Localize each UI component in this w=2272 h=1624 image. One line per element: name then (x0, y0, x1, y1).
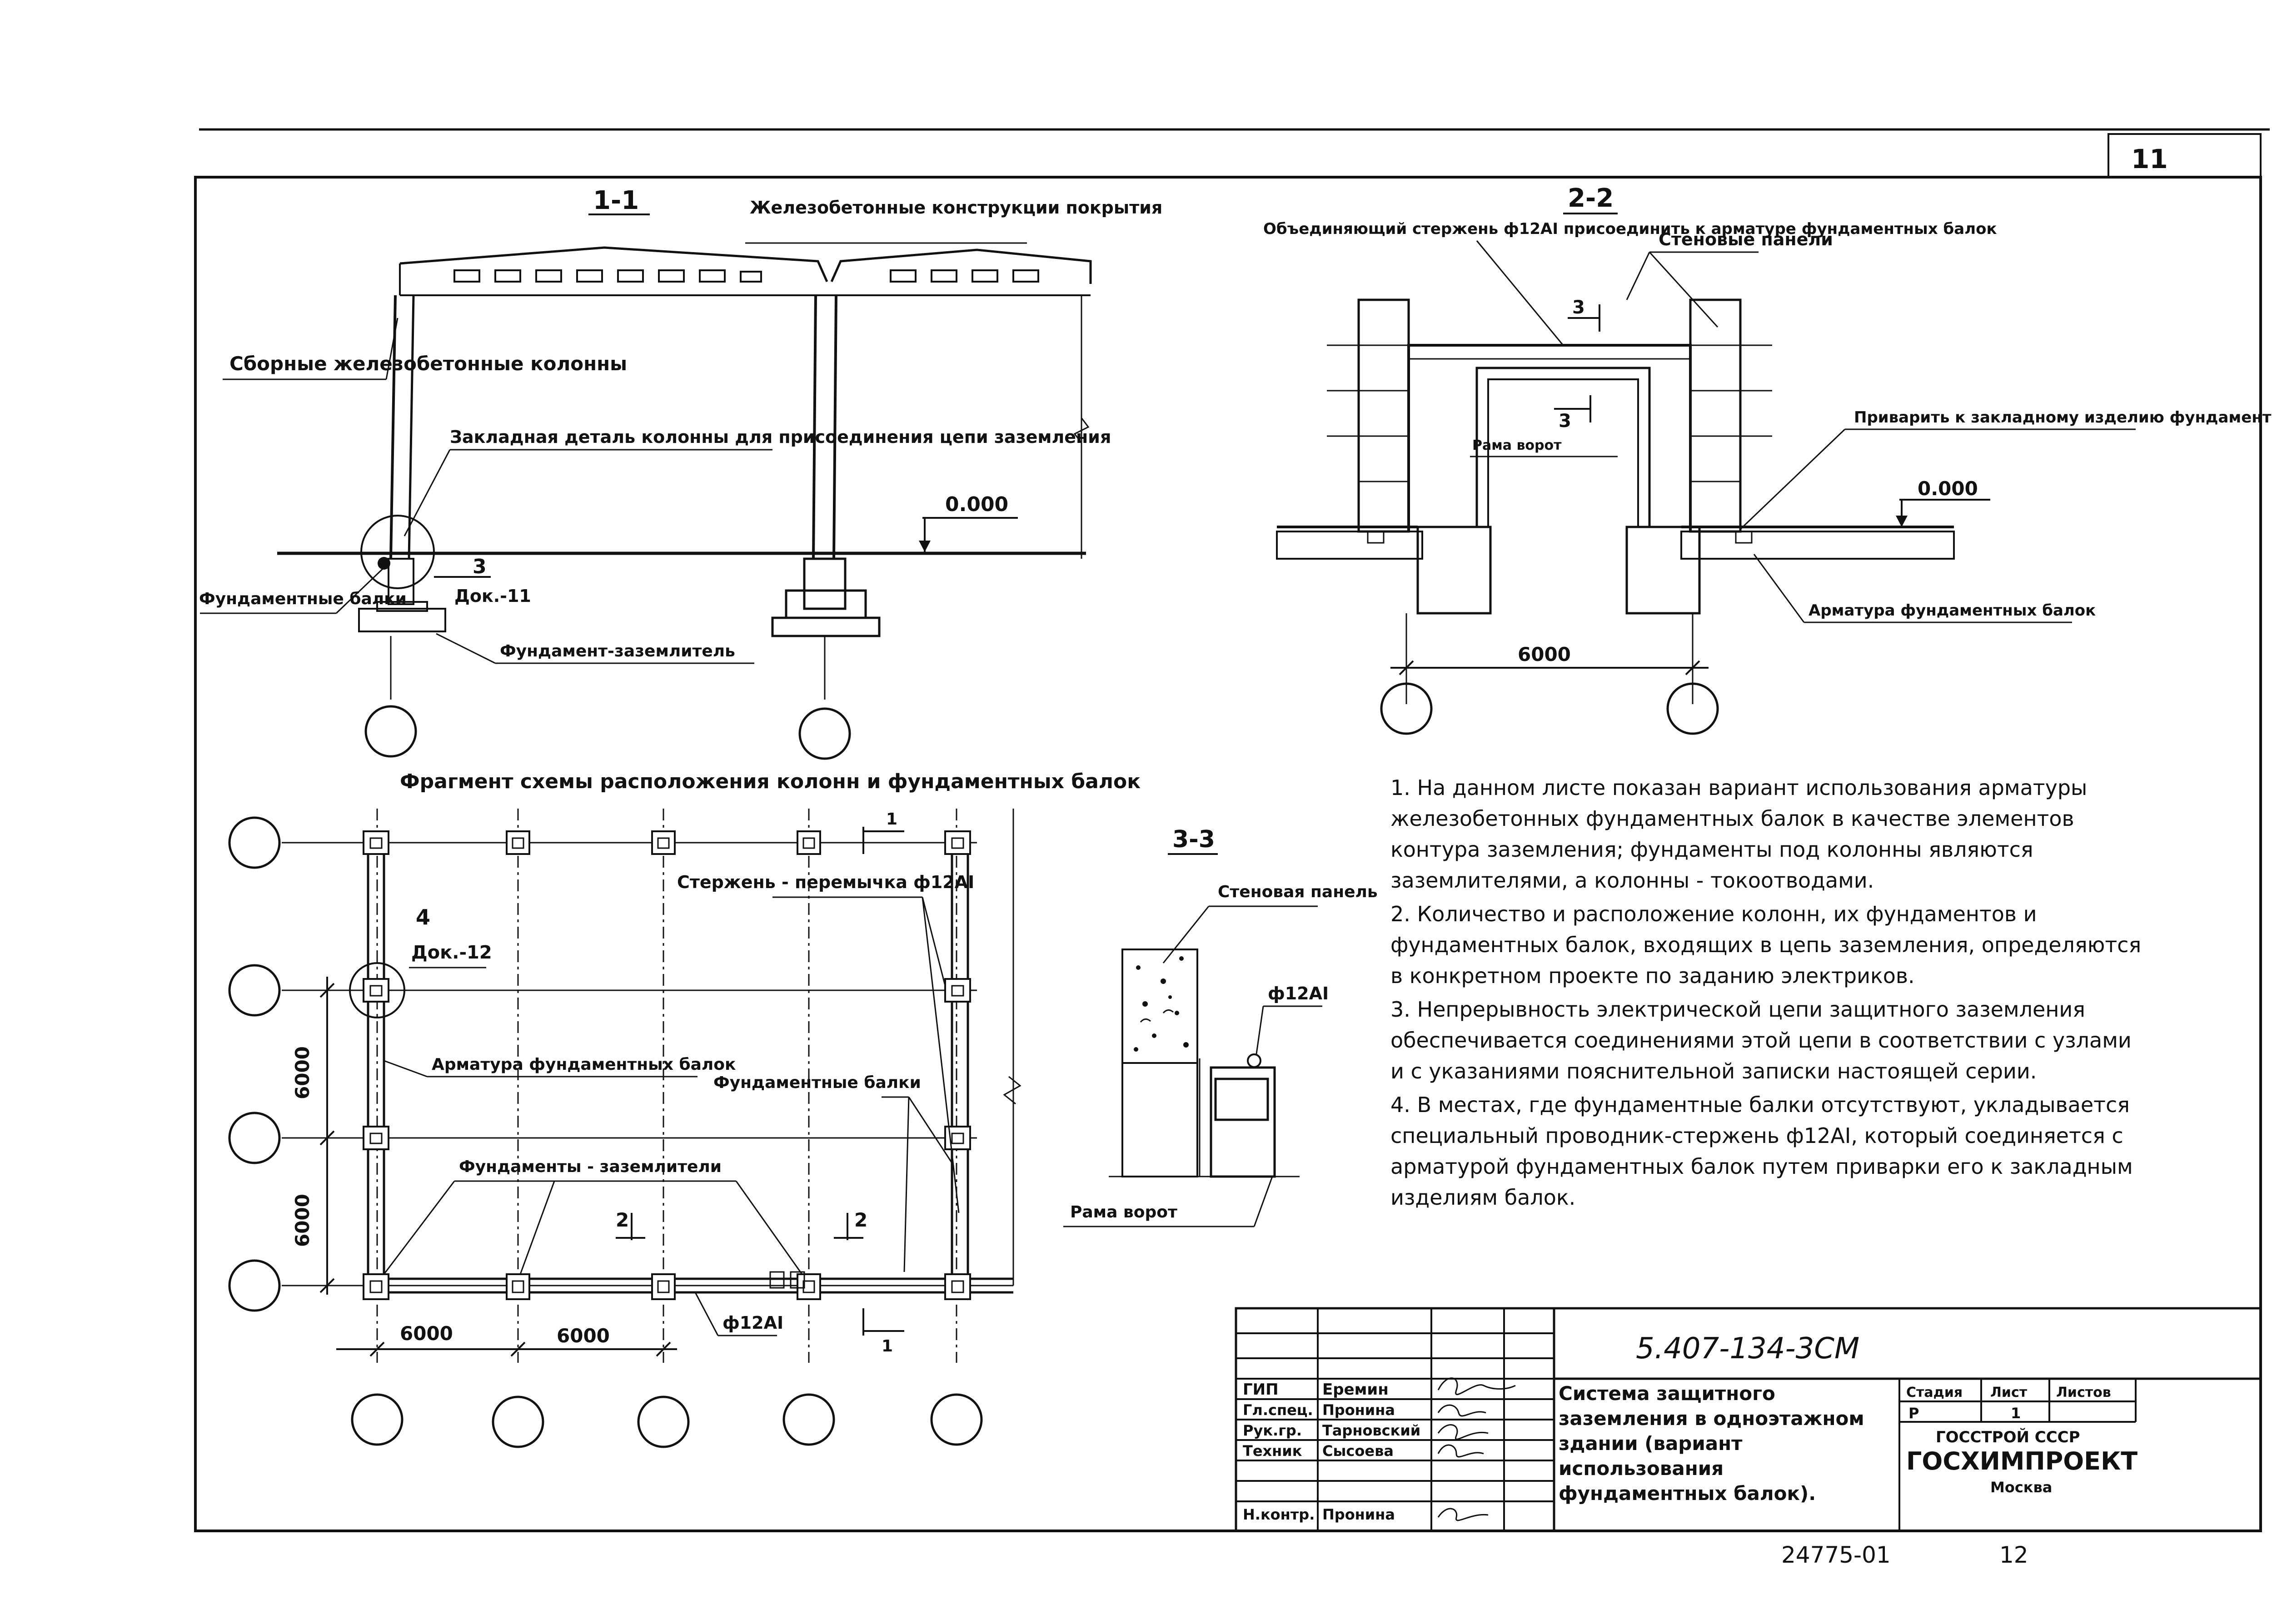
note-4: 4. В местах, где фундаментные балки отсу… (1390, 1093, 2133, 1210)
jumper-label: Стержень - перемычка ф12AI (677, 872, 974, 892)
rebar-label-2-2: Арматура фундаментных балок (1809, 601, 2096, 620)
gate-label-3-3: Рама ворот (1070, 1203, 1177, 1222)
sheet-header: Лист (1990, 1385, 2028, 1401)
cut-1-bottom: 1 (882, 1337, 893, 1356)
sheet-number: 11 (2131, 144, 2168, 174)
role-1: Гл.спец. (1243, 1401, 1313, 1419)
embedded-part-label: Закладная деталь колонны для присоединен… (450, 427, 1111, 447)
sheets-header: Листов (2056, 1385, 2111, 1401)
grounding-label: Фундаменты - заземлители (459, 1157, 722, 1176)
level-1-1: 0.000 (945, 493, 1008, 516)
beams-label-1-1: Фундаментные балки (199, 590, 407, 608)
dim-x-2: 6000 (557, 1325, 610, 1347)
section-3-3-title: 3-3 (1172, 826, 1215, 853)
cut-2-right: 2 (854, 1209, 867, 1231)
note-2: 2. Количество и расположение колонн, их … (1390, 902, 2142, 988)
name-3: Сысоева (1322, 1442, 1394, 1460)
role-4: Н.контр. (1243, 1506, 1315, 1523)
roof-label: Железобетонные конструкции покрытия (750, 198, 1162, 218)
section-1-1-title: 1-1 (593, 186, 639, 215)
org-line1: ГОССТРОЙ СССР (1936, 1428, 2080, 1446)
cut-3-top: 3 (1572, 297, 1585, 318)
archive-number: 24775-01 (1781, 1542, 1891, 1568)
node-ref-4-doc: Док.-12 (411, 942, 492, 963)
level-2-2: 0.000 (1918, 477, 1978, 500)
role-3: Техник (1243, 1442, 1302, 1460)
dim-y-2: 6000 (291, 1194, 314, 1247)
node-ref-3-doc: Док.-11 (454, 586, 531, 606)
notes-block: 1. На данном листе показан вариант испол… (1390, 772, 2145, 1216)
name-1: Пронина (1322, 1401, 1395, 1419)
plan-title: Фрагмент схемы расположения колонн и фун… (400, 770, 1141, 793)
name-4: Пронина (1322, 1506, 1395, 1523)
section-2-2-title: 2-2 (1568, 184, 1614, 213)
gate-frame-label-2-2: Рама ворот (1472, 437, 1562, 453)
weld-label: Приварить к закладному изделию фундамент… (1854, 408, 2272, 427)
rod-label-plan: ф12AI (722, 1313, 783, 1333)
wall-panels-label: Стеновые панели (1659, 229, 1833, 249)
note-3: 3. Непрерывность электрической цепи защи… (1390, 997, 2132, 1083)
name-2: Тарновский (1322, 1422, 1420, 1439)
org-line2: ГОСХИМПРОЕКТ (1906, 1447, 2137, 1475)
section-3-3: 3-3 Стеновая панель ф12AI Рама ворот (1063, 826, 1378, 1227)
node-ref-3-number: 3 (473, 555, 487, 578)
rebar-label-plan: Арматура фундаментных балок (432, 1055, 736, 1074)
span-2-2: 6000 (1518, 643, 1571, 665)
cut-2-left: 2 (616, 1209, 629, 1231)
dim-x-1: 6000 (400, 1322, 453, 1345)
section-2-2: 2-2 Объединяющий стержень ф12AI присоеди… (1263, 184, 2272, 735)
name-0: Еремин (1322, 1381, 1389, 1399)
rod-label-3-3: ф12AI (1268, 983, 1329, 1003)
signatures (1437, 1377, 1516, 1521)
role-0: ГИП (1243, 1381, 1279, 1399)
cut-1-top: 1 (886, 810, 897, 829)
cut-3-mid: 3 (1559, 411, 1571, 432)
section-1-1: 1-1 Железобетонные конструкции покрытия (199, 186, 1162, 760)
columns-label: Сборные железобетонные колонны (229, 353, 627, 375)
beams-label-plan: Фундаментные балки (713, 1073, 921, 1092)
sheet-value: 1 (2011, 1405, 2021, 1422)
dim-y-1: 6000 (291, 1046, 314, 1099)
sheet-frame (194, 128, 2270, 1532)
stage-value: Р (1908, 1405, 1919, 1422)
node-ref-4-number: 4 (416, 905, 430, 929)
rod-label-2-2: Объединяющий стержень ф12AI присоединить… (1263, 220, 1997, 238)
drawing-title: Система защитного заземления в одноэтажн… (1559, 1382, 1864, 1505)
role-2: Рук.гр. (1243, 1422, 1302, 1439)
drawing-title-wrap: Система защитного заземления в одноэтажн… (1559, 1382, 1864, 1505)
title-block: 5.407-134-3СМ ГИП Еремин Гл.спец. Пронин… (1235, 1307, 2262, 1532)
doc-code: 5.407-134-3СМ (1636, 1332, 1859, 1366)
page-number: 12 (1999, 1542, 2028, 1568)
city: Москва (1990, 1479, 2052, 1496)
panel-label: Стеновая панель (1218, 883, 1378, 901)
foundation-label: Фундамент-заземлитель (500, 642, 735, 661)
note-1: 1. На данном листе показан вариант испол… (1390, 775, 2088, 893)
stage-header: Стадия (1906, 1385, 1963, 1401)
plan-fragment: Фрагмент схемы расположения колонн и фун… (228, 770, 1141, 1448)
